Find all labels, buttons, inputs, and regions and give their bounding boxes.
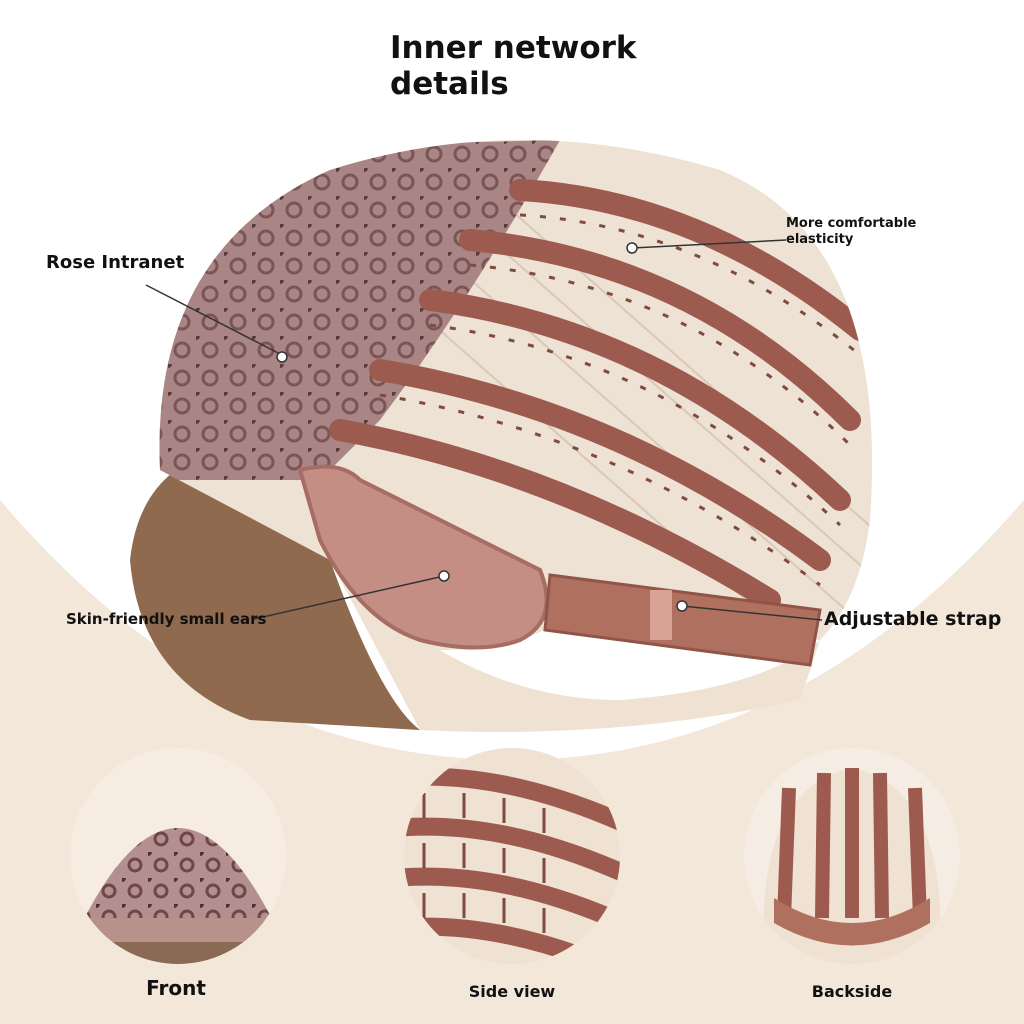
callout-small-ears: Skin-friendly small ears [66, 610, 267, 628]
caption-backside: Backside [811, 982, 893, 1001]
caption-side-view: Side view [468, 982, 556, 1001]
back-view-image [744, 748, 960, 964]
page-title: Inner network details [390, 30, 710, 102]
caption-front: Front [146, 976, 206, 1000]
callout-rose-intranet: Rose Intranet [46, 252, 185, 273]
callout-adjustable-strap: Adjustable strap [824, 608, 1002, 630]
title-line-2: details [390, 66, 509, 102]
side-view-image [404, 748, 620, 964]
title-line-1: Inner network [390, 30, 637, 66]
callout-elasticity: More comfortable elasticity [786, 216, 917, 247]
front-view-image [70, 748, 286, 964]
